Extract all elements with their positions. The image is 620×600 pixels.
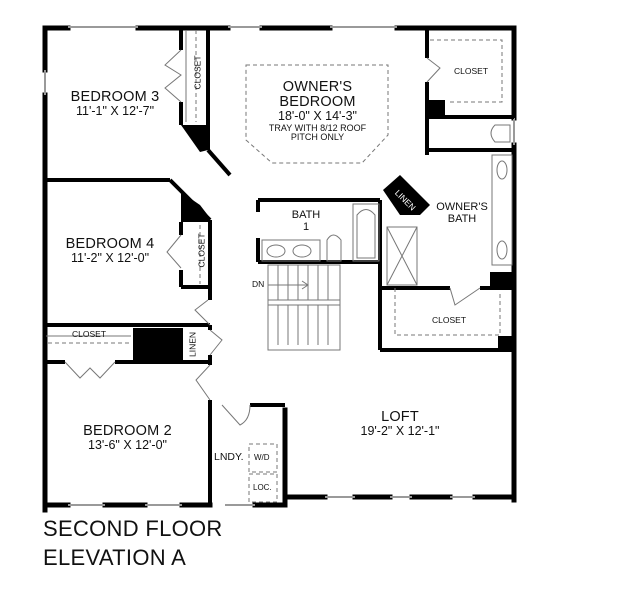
owners-closet-bottom-label: CLOSET	[432, 315, 467, 325]
owners-bath-name-1: OWNER'S	[436, 201, 488, 213]
loft-name: LOFT	[381, 409, 419, 425]
stairs-down-label: DN	[252, 279, 265, 289]
bath1-label: BATH 1	[286, 209, 326, 233]
loft-label: LOFT 19'-2" X 12'-1"	[355, 409, 445, 439]
bedroom3-label: BEDROOM 3 11'-1" X 12'-7"	[60, 89, 170, 119]
floor-title: SECOND FLOOR	[43, 516, 223, 541]
owners-bedroom-note-1: TRAY WITH 8/12 ROOF	[268, 122, 367, 133]
bedroom3-name: BEDROOM 3	[70, 89, 160, 105]
owners-bedroom-dimensions: 18'-0" X 14'-3"	[278, 109, 357, 124]
owners-closet-top-label: CLOSET	[454, 66, 489, 76]
laundry-label: LNDY.	[214, 451, 244, 463]
bath1-name-2: 1	[302, 220, 310, 233]
washer-dryer-label: W/D	[254, 453, 270, 462]
bedroom2-name: BEDROOM 2	[83, 423, 172, 439]
hall-linen-label: LINEN	[187, 331, 198, 357]
owners-bedroom-name-1: OWNER'S	[282, 79, 353, 95]
owners-bedroom-label: OWNER'S BEDROOM 18'-0" X 14'-3" TRAY WIT…	[255, 79, 380, 142]
bedroom2-closet-label: CLOSET	[72, 329, 107, 339]
bedroom4-label: BEDROOM 4 11'-2" X 12'-0"	[55, 236, 165, 266]
owners-bedroom-note-2: PITCH ONLY	[290, 132, 345, 142]
elevation-title: ELEVATION A	[43, 545, 187, 570]
owners-bath-label: OWNER'S BATH	[432, 201, 492, 225]
bedroom4-dimensions: 11'-2" X 12'-0"	[70, 251, 150, 266]
laundry-location-label: LOC.	[253, 483, 272, 492]
bath1-name-1: BATH	[291, 209, 321, 221]
owners-bath-name-2: BATH	[447, 212, 477, 225]
bedroom4-closet-label: CLOSET	[196, 233, 207, 268]
bedroom2-dimensions: 13'-6" X 12'-0"	[88, 438, 167, 453]
bedroom2-label: BEDROOM 2 13'-6" X 12'-0"	[70, 423, 185, 453]
bedroom4-name: BEDROOM 4	[65, 236, 155, 252]
bedroom3-closet-label: CLOSET	[192, 55, 203, 90]
owners-bedroom-name-2: BEDROOM	[279, 94, 356, 111]
loft-dimensions: 19'-2" X 12'-1"	[360, 424, 440, 439]
bedroom3-dimensions: 11'-1" X 12'-7"	[75, 104, 155, 119]
